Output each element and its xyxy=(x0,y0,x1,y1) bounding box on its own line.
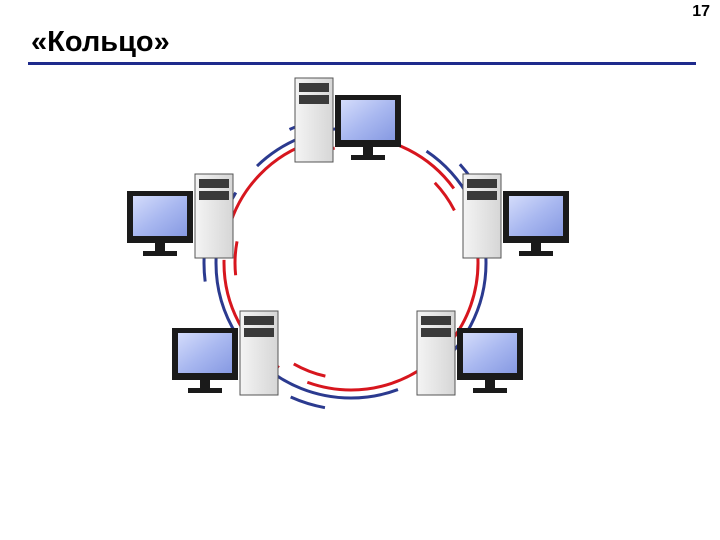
monitor-icon xyxy=(503,191,569,256)
title-rule xyxy=(28,62,696,65)
monitor-icon xyxy=(457,328,523,393)
workstation-bottom-left xyxy=(172,310,279,396)
tower-icon xyxy=(462,173,502,259)
monitor-icon xyxy=(127,191,193,256)
workstation-right xyxy=(462,173,569,259)
tower-icon xyxy=(294,77,334,163)
inner-ring-segments xyxy=(233,145,469,381)
workstation-top xyxy=(294,77,401,163)
slide-number: 17 xyxy=(692,3,710,20)
monitor-icon xyxy=(172,328,238,393)
workstation-bottom-right xyxy=(416,310,523,396)
tower-icon xyxy=(239,310,279,396)
tower-icon xyxy=(194,173,234,259)
slide-title: «Кольцо» xyxy=(31,26,170,58)
tower-icon xyxy=(416,310,456,396)
monitor-icon xyxy=(335,95,401,160)
outer-ring-segments xyxy=(202,114,500,412)
workstation-left xyxy=(127,173,234,259)
